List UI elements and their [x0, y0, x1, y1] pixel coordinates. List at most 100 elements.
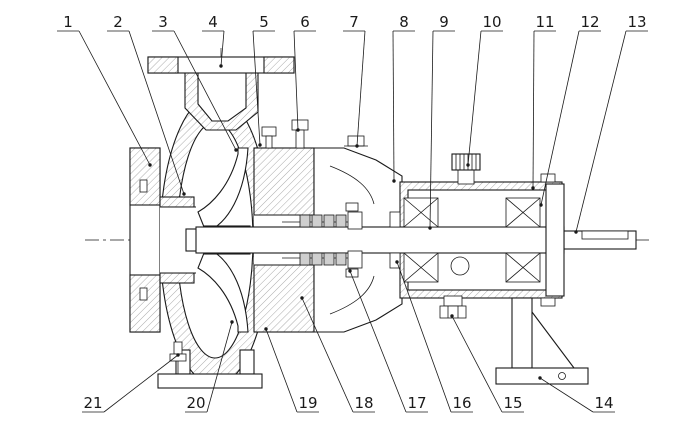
callout-number: 19	[298, 394, 317, 412]
callout-leader-line	[265, 328, 298, 413]
callout-dot	[182, 192, 186, 196]
callout-dot	[219, 64, 223, 68]
callout-number: 16	[452, 394, 471, 412]
callout-leader-line	[349, 270, 407, 413]
callout-18: 18	[300, 296, 375, 413]
callout-13: 13	[574, 13, 648, 234]
callout-1: 1	[57, 13, 152, 167]
callout-leader-line	[293, 30, 299, 131]
callout-2: 2	[107, 13, 186, 196]
bearing-end-cap	[540, 173, 565, 307]
callout-leader-line	[532, 30, 535, 189]
suction-flange	[129, 147, 196, 333]
callout-21: 21	[82, 353, 180, 413]
callout-number: 10	[482, 13, 501, 31]
gland-follower	[347, 211, 363, 230]
packing-gland	[299, 202, 363, 278]
callout-number: 14	[594, 394, 613, 412]
callout-8: 8	[392, 13, 415, 183]
callout-number: 3	[158, 13, 168, 31]
callout-number: 17	[407, 394, 426, 412]
oil-filler-cap	[451, 153, 481, 185]
anchor-bolt	[173, 341, 183, 355]
callout-leader-line	[539, 377, 594, 413]
callout-17: 17	[348, 269, 428, 413]
callout-dot	[176, 353, 180, 357]
callout-dot	[574, 230, 578, 234]
callout-number: 6	[300, 13, 310, 31]
callout-dot	[428, 226, 432, 230]
callout-dot	[348, 269, 352, 273]
callout-dot	[230, 320, 234, 324]
callout-dot	[296, 128, 300, 132]
callout-9: 9	[428, 13, 455, 230]
callout-16: 16	[395, 260, 473, 413]
callout-14: 14	[538, 376, 615, 413]
shaft-keyway	[581, 230, 629, 240]
callout-dot	[539, 203, 543, 207]
callout-19: 19	[264, 327, 319, 413]
callout-number: 15	[503, 394, 522, 412]
callout-leader-line	[206, 321, 233, 413]
callout-3: 3	[152, 13, 238, 152]
callout-number: 5	[259, 13, 269, 31]
oil-sight-glass	[450, 256, 470, 276]
right-bearing	[505, 197, 541, 283]
callout-10: 10	[466, 13, 503, 167]
callout-4: 4	[202, 13, 225, 68]
callout-20: 20	[185, 320, 234, 413]
callout-dot	[392, 179, 396, 183]
callout-12: 12	[539, 13, 601, 207]
callout-leader-line	[392, 30, 395, 182]
callout-number: 2	[113, 13, 123, 31]
callout-7: 7	[343, 13, 366, 148]
bearings	[403, 197, 541, 283]
callout-dot	[148, 163, 152, 167]
callout-dot	[531, 186, 535, 190]
water-deflector	[389, 211, 401, 269]
callout-dot	[466, 163, 470, 167]
callout-dot	[450, 314, 454, 318]
callout-number: 12	[580, 13, 599, 31]
callout-number: 11	[535, 13, 554, 31]
callout-6: 6	[293, 13, 316, 132]
callout-dot	[264, 327, 268, 331]
callout-number: 21	[83, 394, 102, 412]
bracket-bolt	[347, 135, 365, 147]
gland-bolt	[345, 202, 359, 212]
callout-leader-line	[396, 261, 452, 413]
callout-number: 9	[439, 13, 449, 31]
callout-leader-line	[467, 30, 482, 166]
callout-11: 11	[531, 13, 556, 190]
callout-leader-line	[252, 30, 261, 146]
callout-dot	[538, 376, 542, 380]
callout-leader-line	[78, 30, 151, 166]
shaft	[195, 221, 637, 259]
callout-dot	[234, 148, 238, 152]
callout-leader-line	[429, 30, 434, 229]
callout-5: 5	[252, 13, 275, 147]
pump-foot	[157, 341, 263, 389]
support-foot	[495, 297, 589, 385]
callout-leader-line	[128, 30, 185, 195]
callout-leader-line	[301, 297, 354, 413]
callout-leader-line	[103, 354, 179, 413]
callout-number: 7	[349, 13, 359, 31]
callout-leader-line	[173, 30, 237, 151]
callout-leader-line	[220, 30, 225, 67]
callout-number: 18	[354, 394, 373, 412]
callout-number: 13	[627, 13, 646, 31]
callout-number: 1	[63, 13, 73, 31]
callout-leader-line	[575, 30, 627, 233]
callout-dot	[300, 296, 304, 300]
callout-number: 4	[208, 13, 218, 31]
callout-number: 20	[186, 394, 205, 412]
callout-dot	[395, 260, 399, 264]
cover-hex-bolt	[291, 119, 309, 131]
cover-stud-bolt	[261, 126, 277, 137]
foot-bolt-hole	[558, 372, 566, 380]
callout-leader-line	[356, 30, 366, 147]
